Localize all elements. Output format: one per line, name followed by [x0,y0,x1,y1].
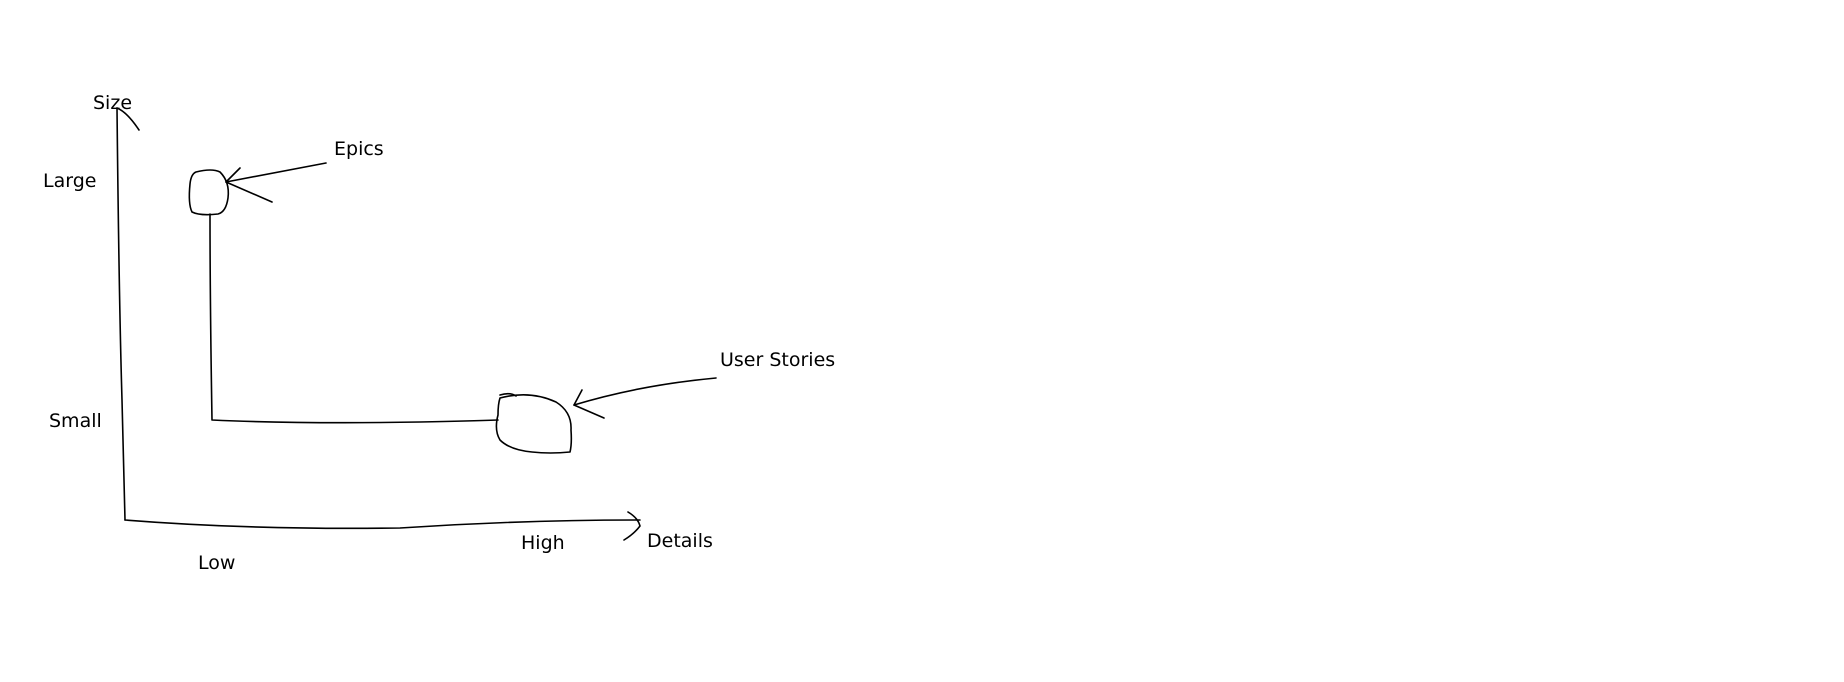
x-axis-title: Details [647,530,713,552]
user-stories-node-tick [499,392,517,397]
user-stories-node-shape [495,394,573,454]
user-stories-pointer-head [573,389,605,419]
epics-to-stories-connector [209,213,499,424]
user-stories-node-label: User Stories [720,349,836,371]
epics-pointer-head [225,167,273,203]
x-axis-line [124,519,641,530]
y-axis-arrowhead [116,107,140,131]
epics-node-label: Epics [334,138,384,160]
y-axis-title: Size [93,92,133,114]
x-axis-high-label: High [521,532,565,554]
x-axis-low-label: Low [198,552,236,574]
x-axis-arrowhead [623,511,641,541]
y-axis-line [116,107,126,521]
y-axis-low-label: Small [49,410,102,432]
epics-node-shape [188,169,230,216]
user-stories-pointer-arrow [573,377,717,406]
epics-pointer-arrow [225,162,327,183]
y-axis-high-label: Large [43,170,97,192]
